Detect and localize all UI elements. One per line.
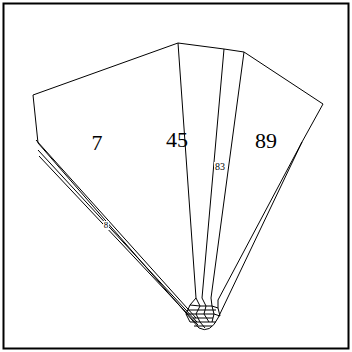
frame — [4, 4, 349, 349]
small-facets — [186, 298, 220, 328]
callout-number: 45 — [165, 129, 189, 151]
crystal-outline — [33, 43, 323, 330]
band-edge — [36, 140, 196, 318]
band-edge — [38, 150, 197, 322]
face-edge — [218, 142, 302, 300]
face-edge — [178, 43, 196, 298]
face-edge — [202, 49, 224, 298]
callout-number: 8 — [103, 221, 110, 230]
callout-number: 83 — [214, 162, 226, 172]
callout-number: 89 — [254, 130, 278, 152]
callout-number: 7 — [91, 132, 104, 154]
band-edge — [39, 156, 198, 325]
